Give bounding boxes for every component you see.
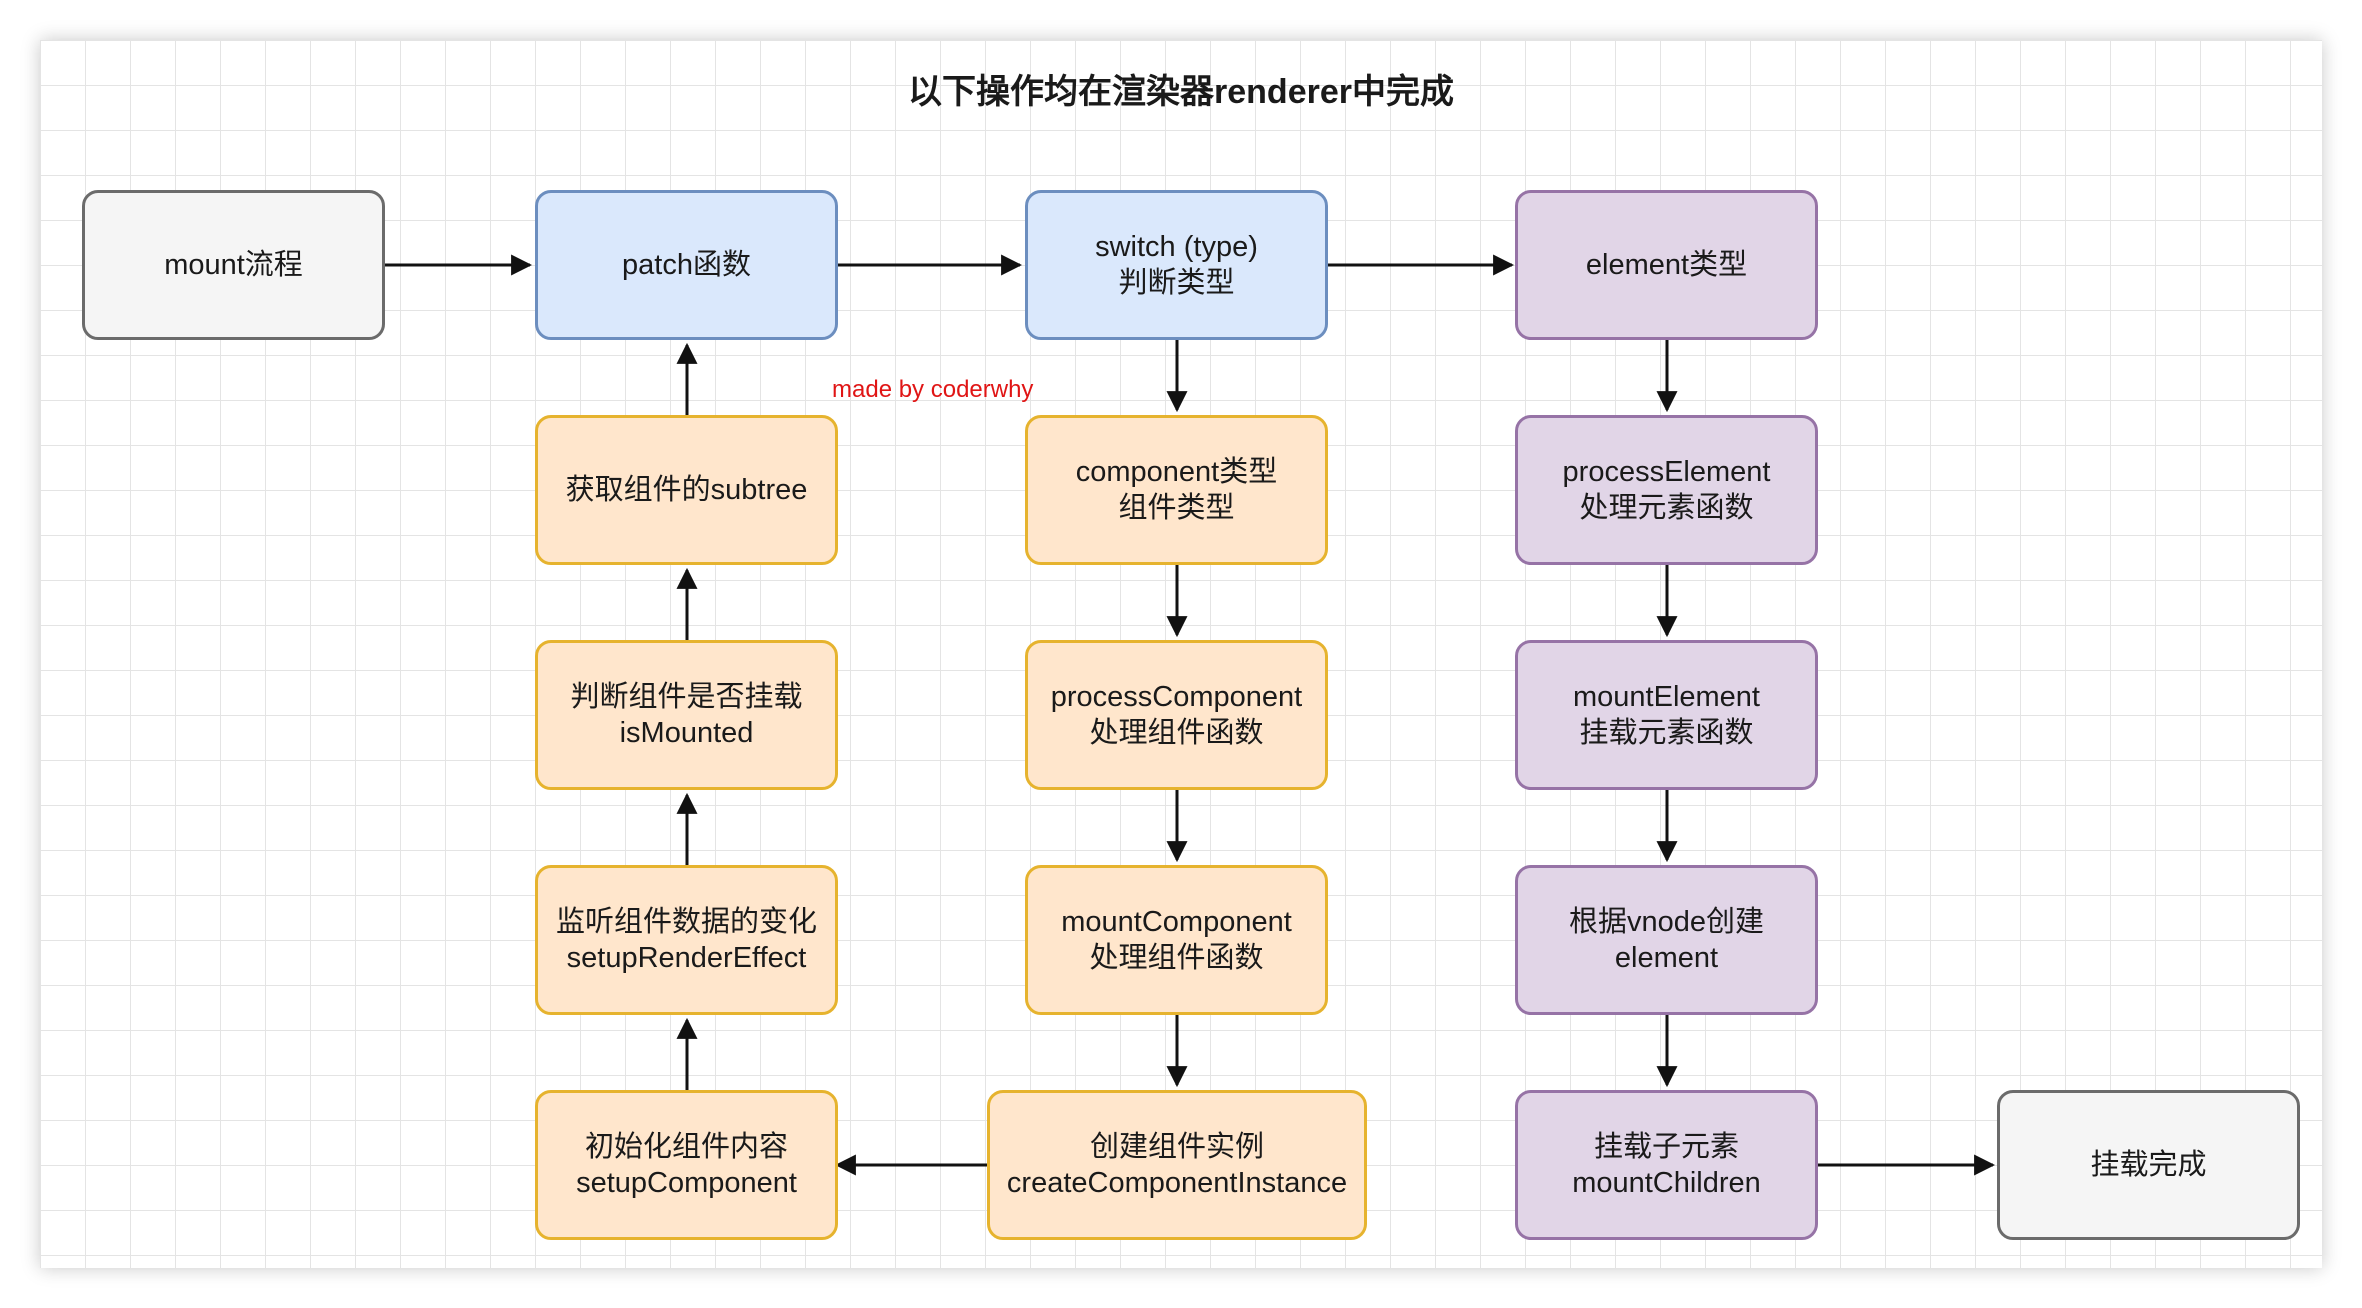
node-mount-element: mountElement 挂载元素函数: [1515, 640, 1818, 790]
node-label: 初始化组件内容: [584, 1130, 788, 1163]
node-process-component: processComponent 处理组件函数: [1025, 640, 1328, 790]
node-label: processElement: [1562, 455, 1771, 488]
node-patch-function: patch函数: [535, 190, 838, 340]
diagram-title: 以下操作均在渲染器renderer中完成: [908, 73, 1454, 111]
node-mount-process: mount流程: [82, 190, 385, 340]
node-label: setupComponent: [576, 1167, 797, 1199]
node-create-component-instance: 创建组件实例 createComponentInstance: [987, 1090, 1367, 1240]
node-label: 组件类型: [1118, 492, 1235, 524]
node-label: element类型: [1585, 248, 1748, 281]
node-label: 挂载子元素: [1593, 1130, 1739, 1163]
node-switch-type: switch (type) 判断类型: [1025, 190, 1328, 340]
node-label: 处理组件函数: [1089, 942, 1264, 974]
diagram-canvas: 以下操作均在渲染器renderer中完成 made by coderwhy mo…: [40, 40, 2322, 1268]
node-label: 判断类型: [1118, 267, 1235, 299]
node-mount-children: 挂载子元素 mountChildren: [1515, 1090, 1818, 1240]
node-mount-component: mountComponent 处理组件函数: [1025, 865, 1328, 1015]
node-label: component类型: [1075, 455, 1278, 488]
node-setup-component: 初始化组件内容 setupComponent: [535, 1090, 838, 1240]
node-label: mountElement: [1573, 680, 1760, 713]
node-mount-complete: 挂载完成: [1997, 1090, 2300, 1240]
node-get-subtree: 获取组件的subtree: [535, 415, 838, 565]
node-label: patch函数: [622, 248, 751, 281]
node-setup-render-effect: 监听组件数据的变化 setupRenderEffect: [535, 865, 838, 1015]
node-element-type: element类型: [1515, 190, 1818, 340]
node-create-element: 根据vnode创建 element: [1515, 865, 1818, 1015]
node-label: element: [1614, 942, 1719, 974]
node-label: processComponent: [1050, 680, 1303, 713]
node-label: createComponentInstance: [1006, 1167, 1348, 1199]
node-label: 挂载完成: [2090, 1148, 2207, 1181]
node-label: 判断组件是否挂载: [570, 680, 803, 713]
node-label: 创建组件实例: [1089, 1130, 1264, 1163]
node-label: isMounted: [619, 717, 754, 749]
node-label: 根据vnode创建: [1568, 905, 1764, 938]
node-label: 获取组件的subtree: [565, 473, 808, 506]
node-label: 挂载元素函数: [1579, 717, 1754, 749]
arrow-layer: [385, 254, 1996, 1176]
node-component-type: component类型 组件类型: [1025, 415, 1328, 565]
node-is-mounted: 判断组件是否挂载 isMounted: [535, 640, 838, 790]
node-process-element: processElement 处理元素函数: [1515, 415, 1818, 565]
node-label: 监听组件数据的变化: [555, 905, 817, 938]
node-label: 处理元素函数: [1579, 492, 1754, 524]
node-label: switch (type): [1095, 230, 1258, 263]
node-label: setupRenderEffect: [566, 942, 807, 974]
node-label: mount流程: [164, 248, 303, 281]
node-label: mountComponent: [1061, 905, 1292, 938]
watermark-text: made by coderwhy: [832, 376, 1034, 403]
node-label: mountChildren: [1572, 1167, 1761, 1199]
node-label: 处理组件函数: [1089, 717, 1264, 749]
